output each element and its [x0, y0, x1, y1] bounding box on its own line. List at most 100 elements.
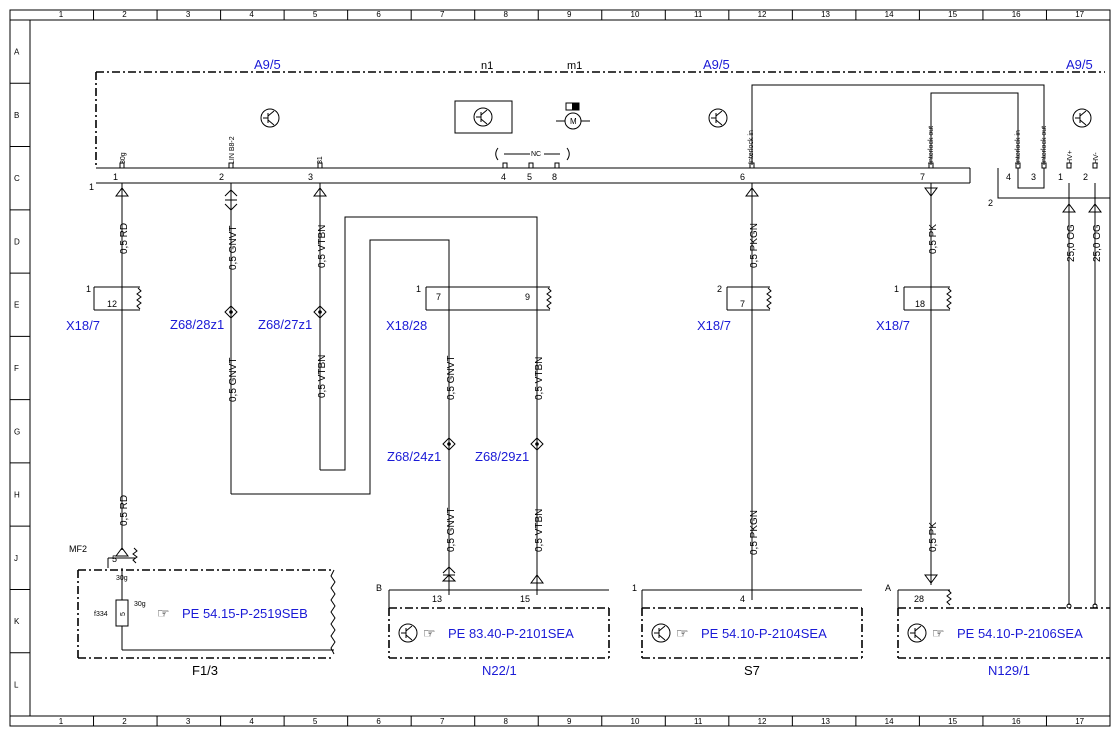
svg-text:1: 1 [86, 284, 91, 294]
svg-text:HV-: HV- [1093, 152, 1100, 164]
svg-text:M: M [570, 117, 577, 126]
svg-text:5: 5 [527, 172, 532, 182]
grid-column-label: 5 [313, 717, 318, 726]
component-name: N22/1 [482, 663, 517, 678]
pointing-hand-icon: ☞ [423, 625, 436, 641]
pin-contact [1066, 162, 1072, 169]
grid-column-label: 13 [821, 717, 830, 726]
svg-text:B: B [376, 583, 382, 593]
grid-column-label: 11 [694, 10, 703, 19]
svg-text:Interlock in: Interlock in [1015, 130, 1022, 164]
splice-z68-28z1[interactable]: Z68/28z1 [170, 305, 238, 332]
wire-label: 0,5 GNVT [446, 356, 457, 400]
transistor-icon [1072, 108, 1092, 128]
connector-x18-7-c[interactable]: 1 18 X18/7 [876, 284, 952, 333]
svg-text:2: 2 [219, 172, 224, 182]
svg-text:7: 7 [920, 172, 925, 182]
connector-x18-7-b[interactable]: 2 7 X18/7 [697, 284, 772, 333]
svg-text:30g: 30g [120, 152, 127, 164]
connector-label: X18/28 [386, 318, 427, 333]
svg-text:4: 4 [1006, 172, 1011, 182]
grid-row-label: G [14, 427, 20, 436]
grid-column-label: 10 [631, 717, 640, 726]
component-f1-3: MF2 5 30g 30g f334 5 F1/3 [69, 544, 336, 678]
pin-contact [1041, 162, 1047, 169]
pin-contact [1015, 162, 1021, 169]
grid-column-label: 15 [948, 717, 957, 726]
grid-column-label: 5 [313, 10, 318, 19]
splice-z68-29z1[interactable]: Z68/29z1 [475, 437, 544, 464]
pin-contact [554, 162, 560, 169]
svg-text:Z68/27z1: Z68/27z1 [258, 317, 312, 332]
wire-label: 0,5 VTBN [534, 357, 545, 400]
wire-label: 0,5 PK [928, 224, 939, 254]
svg-text:HV+: HV+ [1067, 150, 1074, 164]
grid-row-label: F [14, 364, 19, 373]
module-label: A9/5 [1066, 57, 1093, 72]
grid-column-label: 14 [885, 717, 894, 726]
svg-text:4: 4 [501, 172, 506, 182]
svg-text:PE 54.10-P-2104SEA: PE 54.10-P-2104SEA [701, 626, 827, 641]
grid-row-label: C [14, 174, 20, 183]
svg-text:6: 6 [740, 172, 745, 182]
grid-column-label: 1 [59, 10, 64, 19]
splice-z68-24z1[interactable]: Z68/24z1 [387, 437, 456, 464]
svg-text:Z68/28z1: Z68/28z1 [170, 317, 224, 332]
connector-label: X18/7 [697, 318, 731, 333]
svg-text:1: 1 [1058, 172, 1063, 182]
svg-text:8: 8 [552, 172, 557, 182]
svg-text:PE 54.10-P-2106SEA: PE 54.10-P-2106SEA [957, 626, 1083, 641]
component-n129-1: A 28 N129/1 [885, 574, 1110, 678]
grid-row-label: L [14, 680, 19, 689]
grid-column-label: 7 [440, 717, 445, 726]
grid-column-label: 6 [376, 717, 381, 726]
connector-x18-7-a[interactable]: 1 12 X18/7 [66, 284, 142, 333]
svg-text:7: 7 [740, 299, 745, 309]
wire-label: 0,5 GNVT [446, 508, 457, 552]
svg-text:5: 5 [112, 554, 117, 564]
grid-column-label: 9 [567, 10, 572, 19]
grid-column-label: 2 [122, 10, 127, 19]
connector-label: X18/7 [876, 318, 910, 333]
ref-link-s7[interactable]: ☞ PE 54.10-P-2104SEA [676, 625, 827, 641]
grid-column-label: 16 [1012, 717, 1021, 726]
svg-text:9: 9 [525, 292, 530, 302]
ref-link-n129-1[interactable]: ☞ PE 54.10-P-2106SEA [932, 625, 1083, 641]
ref-link-f1-3[interactable]: ☞ PE 54.15-P-2519SEB [157, 605, 308, 621]
control-unit-box [454, 100, 513, 134]
svg-text:2: 2 [717, 284, 722, 294]
svg-text:13: 13 [432, 594, 442, 604]
transistor-icon [398, 623, 418, 643]
grid-row-label: D [14, 237, 20, 246]
svg-text:1: 1 [632, 583, 637, 593]
svg-text:2: 2 [988, 198, 993, 208]
connector-x18-28[interactable]: 1 7 9 X18/28 [386, 284, 552, 333]
ref-link-n22-1[interactable]: ☞ PE 83.40-P-2101SEA [423, 625, 574, 641]
grid-column-label: 7 [440, 10, 445, 19]
grid-column-label: 15 [948, 10, 957, 19]
wire-labels: 0,5 RD 0,5 GNVT 0,5 VTBN 0,5 PKGN 0,5 PK… [119, 223, 1103, 555]
grid-row-label: K [14, 617, 20, 626]
nc-label: NC [531, 151, 541, 158]
grid-column-label: 3 [186, 717, 191, 726]
pin-contact [1092, 162, 1098, 169]
grid-column-label: 6 [376, 10, 381, 19]
svg-text:4: 4 [740, 594, 745, 604]
svg-text:15: 15 [520, 594, 530, 604]
pin-contact [119, 162, 125, 169]
grid-column-label: 9 [567, 717, 572, 726]
grid-row-label: A [14, 48, 20, 57]
wire-label: 0,5 VTBN [317, 225, 328, 268]
grid-column-label: 14 [885, 10, 894, 19]
module-a9-5: A9/5 A9/5 A9/5 n1 m1 M [89, 57, 1110, 208]
grid-row-label: J [14, 554, 18, 563]
wire-label: 0,5 GNVT [228, 226, 239, 270]
pointing-hand-icon: ☞ [676, 625, 689, 641]
transistor-icon [260, 108, 280, 128]
grid-column-label: 4 [249, 10, 254, 19]
splice-z68-27z1[interactable]: Z68/27z1 [258, 305, 327, 332]
svg-text:7: 7 [436, 292, 441, 302]
grid-column-label: 8 [503, 10, 508, 19]
module-label: A9/5 [703, 57, 730, 72]
